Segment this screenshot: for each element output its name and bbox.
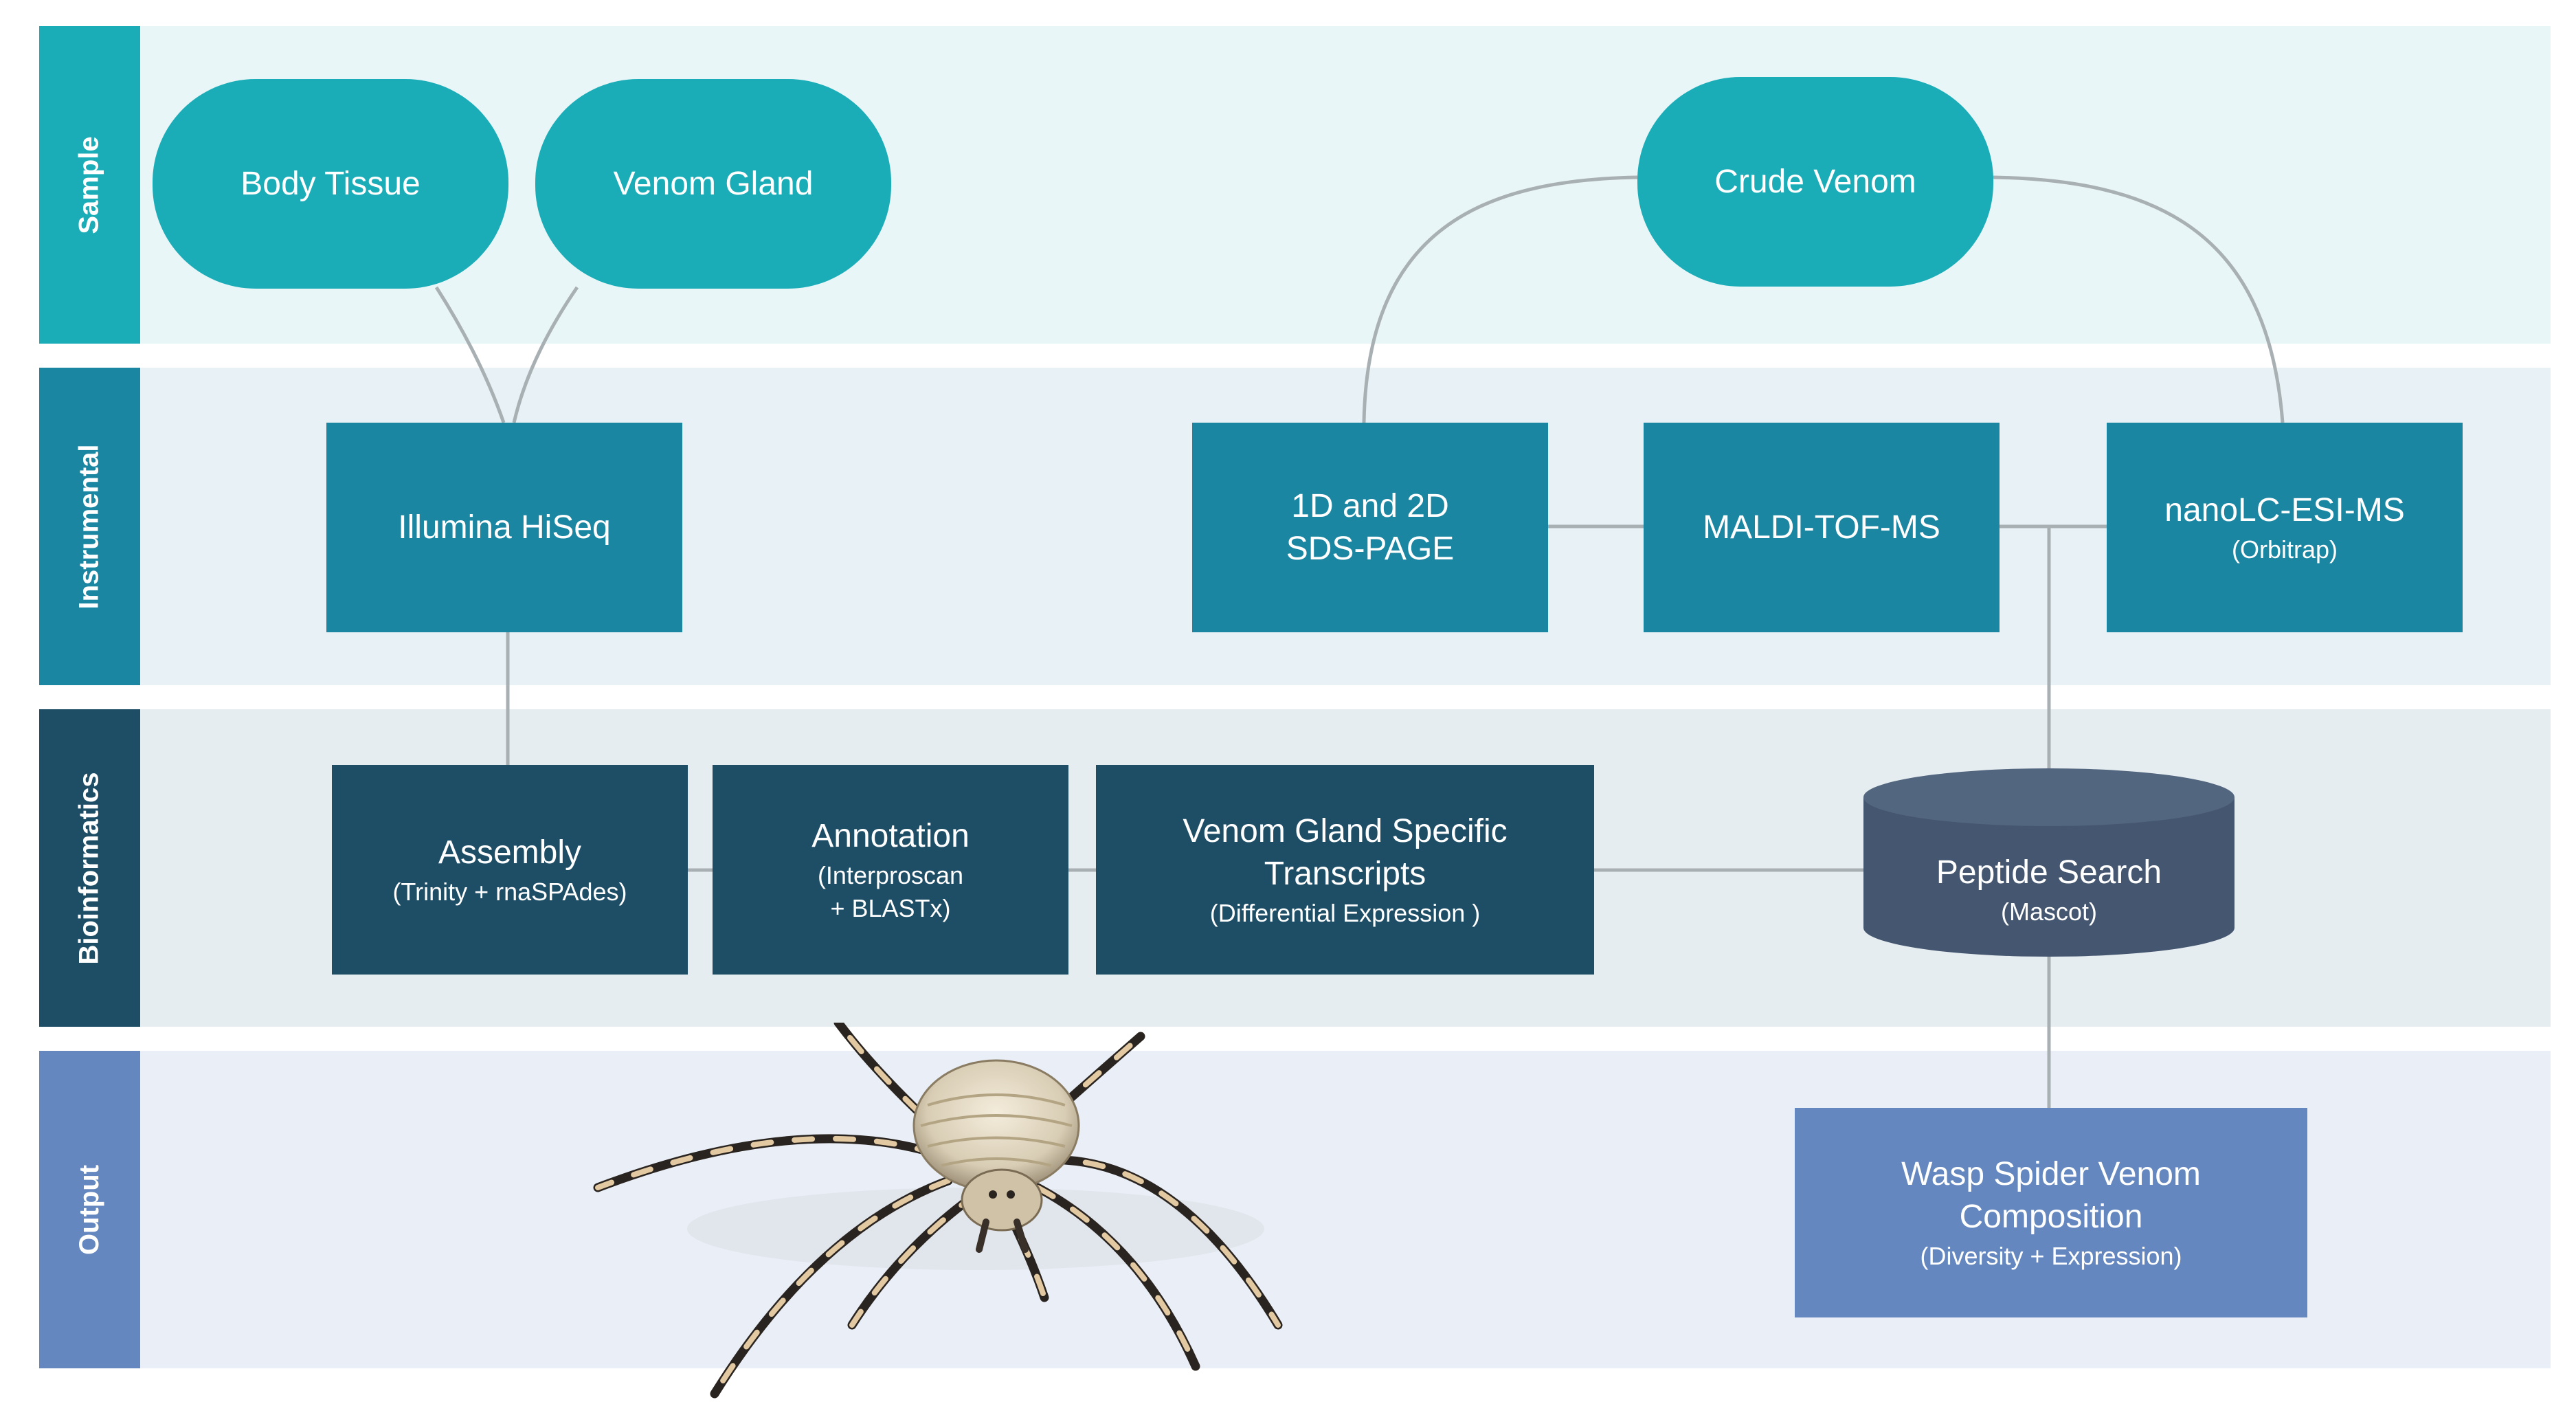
- body-tissue-label: Body Tissue: [240, 165, 421, 202]
- venom-composition-node[interactable]: Wasp Spider Venom Composition (Diversity…: [1795, 1108, 2307, 1317]
- annotation-node[interactable]: Annotation (Interproscan + BLASTx): [713, 765, 1068, 975]
- wasp-spider-image: [593, 1023, 1283, 1399]
- venom-gland-transcripts-label: Venom Gland Specific Transcripts: [1183, 812, 1508, 892]
- venom-gland-node[interactable]: Venom Gland: [535, 79, 891, 289]
- assembly-node[interactable]: Assembly (Trinity + rnaSPAdes): [332, 765, 688, 975]
- annotation-sublabel: (Interproscan + BLASTx): [817, 860, 964, 922]
- spider-head: [961, 1168, 1043, 1232]
- database-cylinder-top: [1863, 768, 2235, 826]
- peptide-search-sublabel: (Mascot): [2000, 898, 2097, 926]
- illumina-hiseq-node[interactable]: Illumina HiSeq: [326, 423, 682, 632]
- lane-sample-tab: Sample: [39, 26, 140, 344]
- venom-gland-transcripts-sublabel: (Differential Expression ): [1209, 898, 1481, 927]
- connector-crude-venom-nanolc: [1992, 175, 2285, 423]
- connector-body-tissue-illumina: [434, 286, 506, 423]
- spider-eye: [989, 1190, 997, 1199]
- assembly-label: Assembly: [438, 834, 582, 871]
- maldi-tof-ms-node[interactable]: MALDI-TOF-MS: [1644, 423, 2000, 632]
- spider-eye: [1007, 1190, 1015, 1199]
- lane-instrumental-tab: Instrumental: [39, 368, 140, 685]
- assembly-sublabel: (Trinity + rnaSPAdes): [392, 877, 627, 906]
- database-cylinder-shape: [1863, 768, 2235, 957]
- peptide-search-node[interactable]: Peptide Search (Mascot): [1863, 825, 2235, 955]
- sds-page-node[interactable]: 1D and 2D SDS-PAGE: [1192, 423, 1548, 632]
- nanolc-esi-ms-label: nanoLC-ESI-MS: [2164, 491, 2405, 529]
- peptide-search-label: Peptide Search: [1936, 854, 2162, 891]
- lane-output-tab: Output: [39, 1051, 140, 1368]
- connector-venom-gland-illumina: [512, 286, 579, 423]
- illumina-hiseq-label: Illumina HiSeq: [398, 509, 611, 546]
- venom-composition-sublabel: (Diversity + Expression): [1920, 1241, 2182, 1270]
- crude-venom-label: Crude Venom: [1714, 163, 1916, 200]
- annotation-label: Annotation: [811, 817, 970, 854]
- spider-legs: [593, 1023, 1283, 1399]
- maldi-tof-ms-label: MALDI-TOF-MS: [1703, 509, 1940, 546]
- venom-gland-transcripts-node[interactable]: Venom Gland Specific Transcripts (Differ…: [1096, 765, 1594, 975]
- connector-crude-venom-sds: [1362, 175, 1638, 423]
- spider-abdomen-stripes: [920, 1093, 1073, 1167]
- body-tissue-node[interactable]: Body Tissue: [153, 79, 508, 289]
- crude-venom-node[interactable]: Crude Venom: [1637, 77, 1993, 287]
- sds-page-label: 1D and 2D SDS-PAGE: [1286, 487, 1455, 567]
- lane-bioinformatics-tab: Bioinformatics: [39, 709, 140, 1027]
- nanolc-esi-ms-node[interactable]: nanoLC-ESI-MS (Orbitrap): [2107, 423, 2463, 632]
- nanolc-esi-ms-sublabel: (Orbitrap): [2231, 535, 2338, 564]
- venom-gland-label: Venom Gland: [613, 165, 814, 202]
- spider-palps: [976, 1219, 1029, 1253]
- database-cylinder-bottom: [1863, 899, 2235, 957]
- venom-composition-label: Wasp Spider Venom Composition: [1901, 1155, 2201, 1235]
